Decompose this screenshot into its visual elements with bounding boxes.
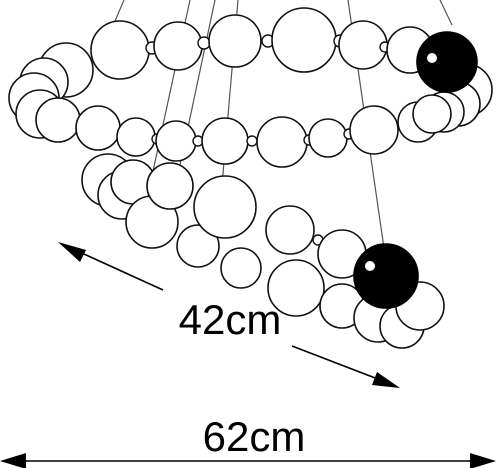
bead-highlight	[365, 261, 375, 271]
bead	[271, 7, 337, 73]
bead	[155, 120, 197, 162]
bead	[35, 97, 81, 143]
bottom-ring	[81, 153, 445, 349]
bead-connector	[197, 36, 211, 50]
inner-ring-dimension: 42cm	[58, 242, 400, 388]
bead	[176, 224, 220, 268]
bead	[146, 162, 194, 210]
outer-ring-dimension: 62cm	[0, 413, 496, 468]
bead	[201, 117, 249, 165]
suspension-wire	[439, 0, 453, 26]
black-accent-bead	[416, 31, 478, 93]
arrowhead-icon	[372, 372, 400, 388]
bead	[116, 117, 156, 157]
bead	[267, 259, 325, 317]
bead	[220, 247, 262, 289]
bead-highlight	[427, 53, 437, 63]
bead	[153, 21, 203, 71]
bead	[349, 105, 399, 155]
bead	[75, 105, 121, 151]
bead	[256, 116, 308, 168]
outer-ring-dimension-label: 62cm	[203, 413, 306, 460]
arrowhead-icon	[0, 453, 26, 468]
inner-ring-dimension-label: 42cm	[179, 296, 282, 343]
arrowhead-icon	[58, 242, 86, 262]
bead	[308, 118, 348, 158]
arrowhead-icon	[470, 453, 496, 468]
bead	[193, 175, 257, 239]
bead	[90, 20, 150, 80]
bead	[412, 94, 452, 134]
bead	[265, 205, 315, 255]
middle-ring	[75, 94, 452, 168]
bead	[208, 14, 262, 68]
black-accent-bead	[353, 243, 419, 309]
bead-connector	[246, 135, 258, 147]
